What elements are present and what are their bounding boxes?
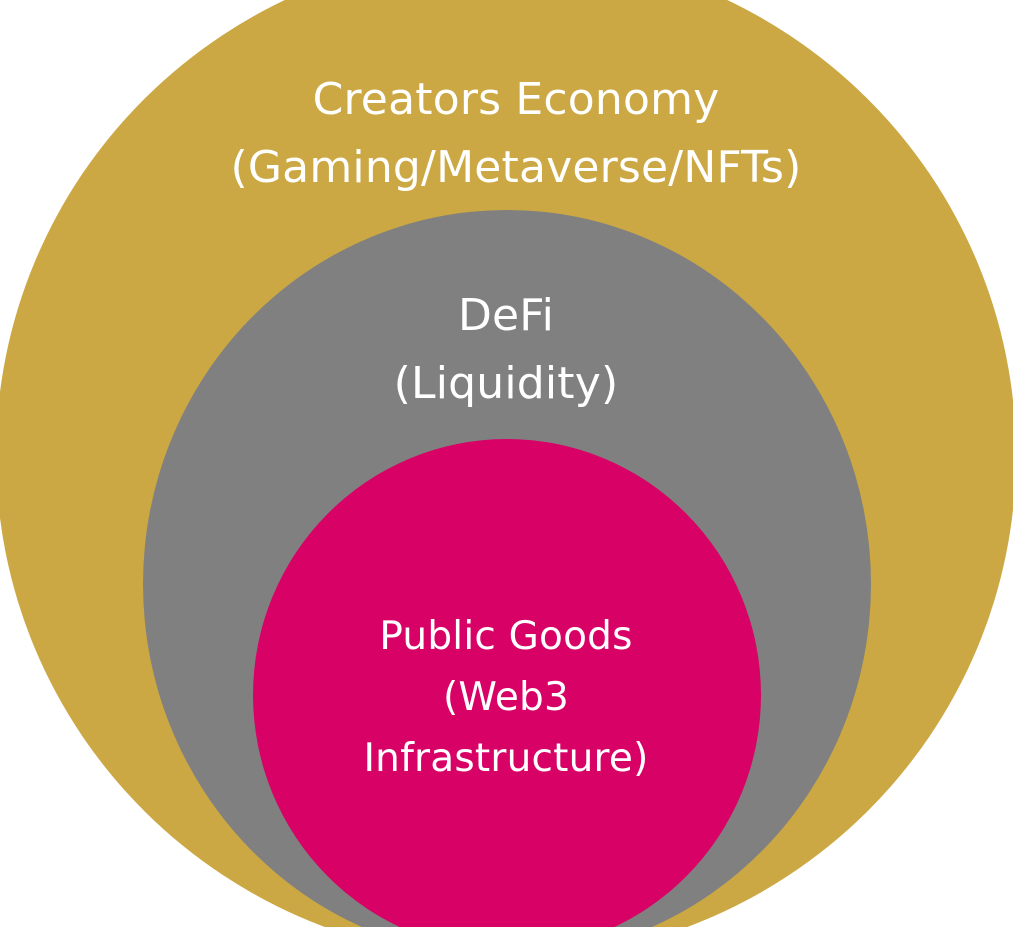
middle-label-line-1: DeFi: [457, 290, 555, 341]
inner-circle-public-goods: [253, 439, 761, 927]
outer-circle-label: Creators Economy (Gaming/Metaverse/NFTs): [156, 66, 876, 202]
inner-label-line-1: Public Goods: [379, 614, 633, 659]
outer-label-line-2: (Gaming/Metaverse/NFTs): [230, 142, 802, 193]
middle-circle-label: DeFi (Liquidity): [306, 282, 706, 418]
inner-label-line-3: Infrastructure): [363, 736, 649, 781]
inner-label-line-2: (Web3: [442, 675, 570, 720]
inner-circle-label: Public Goods (Web3 Infrastructure): [306, 606, 706, 789]
outer-label-line-1: Creators Economy: [312, 74, 720, 125]
middle-label-line-2: (Liquidity): [393, 358, 619, 409]
